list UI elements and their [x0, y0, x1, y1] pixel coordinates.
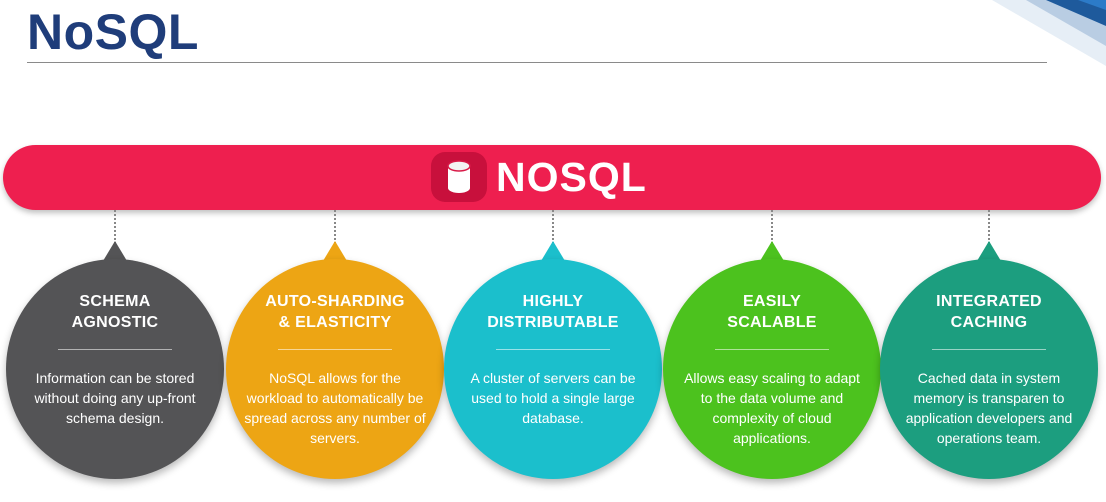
feature-title: HIGHLY DISTRIBUTABLE	[487, 293, 619, 331]
title-divider	[27, 62, 1047, 63]
connector-line	[334, 210, 336, 244]
feature-description: NoSQL allows for the workload to automat…	[244, 370, 426, 446]
connector-pointer	[103, 241, 127, 261]
feature-description: A cluster of servers can be used to hold…	[470, 370, 636, 426]
feature-schema-agnostic: SCHEMA AGNOSTIC Information can be store…	[6, 259, 224, 479]
connector-pointer	[541, 241, 565, 261]
feature-title: INTEGRATED CACHING	[936, 293, 1042, 331]
database-icon	[431, 152, 487, 202]
connector-pointer	[323, 241, 347, 261]
feature-divider	[58, 349, 172, 350]
connector-line	[771, 210, 773, 244]
corner-decoration	[992, 0, 1106, 66]
feature-description: Allows easy scaling to adapt to the data…	[684, 370, 860, 446]
feature-description: Information can be stored without doing …	[34, 370, 196, 426]
feature-title: SCHEMA AGNOSTIC	[71, 293, 159, 331]
feature-highly-distributable: HIGHLY DISTRIBUTABLE A cluster of server…	[444, 259, 662, 479]
connector-pointer	[977, 241, 1001, 261]
feature-description: Cached data in system memory is transpar…	[905, 370, 1073, 446]
feature-title: AUTO-SHARDING & ELASTICITY	[265, 293, 405, 331]
connector-line	[988, 210, 990, 244]
connector-line	[114, 210, 116, 244]
feature-divider	[715, 349, 829, 350]
page-title: NoSQL	[27, 4, 199, 60]
feature-divider	[278, 349, 392, 350]
connector-pointer	[760, 241, 784, 261]
banner-label: NOSQL	[496, 154, 647, 200]
feature-divider	[496, 349, 610, 350]
feature-easily-scalable: EASILY SCALABLE Allows easy scaling to a…	[663, 259, 881, 479]
connector-line	[552, 210, 554, 244]
feature-auto-sharding: AUTO-SHARDING & ELASTICITY NoSQL allows …	[226, 259, 444, 479]
nosql-banner: NOSQL	[3, 145, 1101, 210]
feature-divider	[932, 349, 1046, 350]
feature-integrated-caching: INTEGRATED CACHING Cached data in system…	[880, 259, 1098, 479]
feature-title: EASILY SCALABLE	[727, 293, 817, 331]
